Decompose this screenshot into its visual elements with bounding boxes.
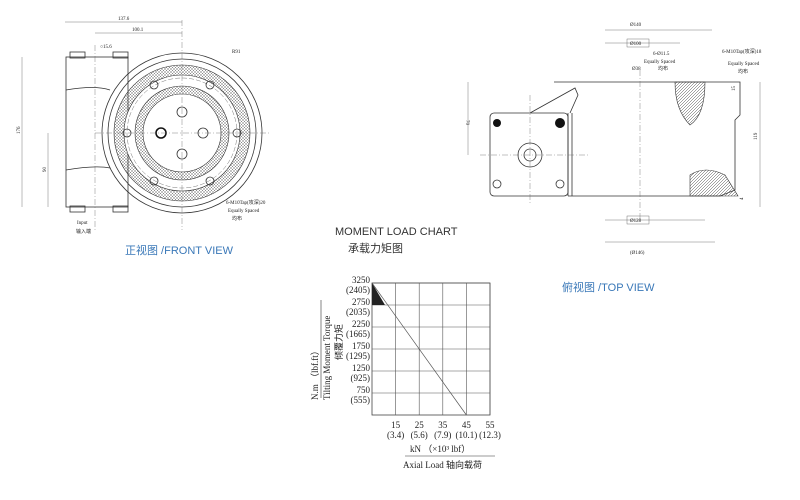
y-tick-sublabel: (1295) [346,351,370,361]
dim-h15: 15 [732,86,737,92]
x-tick-sublabel: (10.1) [456,430,478,440]
note-tap-top: 6-M10Tap(攻深)18 [722,48,762,55]
note-input-cn: 输入端 [76,228,91,235]
dim-width-inner: 100.1 [132,28,144,33]
y-tick-label: 750 [357,385,371,395]
y-tick-label: 2250 [352,319,371,329]
y-tick-label: 2750 [352,297,371,307]
note-spaced-top: Equally Spaced [644,60,676,65]
x-tick-label: 15 [391,420,401,430]
x-tick-label: 45 [462,420,472,430]
dim-d38: Ø38 [632,67,641,72]
y-tick-sublabel: (1665) [346,329,370,339]
dim-h119: 119 [754,132,759,140]
chart-title: MOMENT LOAD CHART [335,226,458,238]
y-axis-label: Tilting Moment Torque [322,316,332,400]
dim-d146: (Ø146) [630,251,645,256]
y-tick-sublabel: (555) [351,395,371,405]
y-axis-label: 倾覆力矩 [333,324,344,360]
note-input: Input [77,221,88,226]
dim-h4: 4 [740,197,745,200]
note-tap: 6-M10Tap(攻深)20 [226,199,266,206]
x-tick-sublabel: (5.6) [411,430,428,440]
top-view-caption: 俯视图 /TOP VIEW [562,280,655,294]
dim-holes: 6-Ø11.5 [653,52,670,57]
series-line [371,282,467,416]
note-spaced: Equally Spaced [228,209,260,214]
x-tick-label: 55 [486,420,496,430]
x-axis-label: Axial Load 轴向载荷 [403,459,482,470]
x-tick-label: 25 [415,420,425,430]
chart-subtitle: 承载力矩图 [348,242,403,255]
note-spaced-cn: 均布 [232,215,242,222]
front-view-caption: 正视图 /FRONT VIEW [125,243,234,257]
dim-radius: R91 [232,50,241,55]
note-spaced-top-cn: 均布 [658,65,668,72]
y-tick-sublabel: (2035) [346,307,370,317]
dim-height: 176 [17,126,22,134]
note-spaced2-cn: 均布 [738,68,748,75]
dim-shaft: ○15.6 [100,45,112,50]
y-tick-sublabel: (925) [351,373,371,383]
shaded-region [372,283,385,305]
y-tick-label: 1250 [352,363,371,373]
y-tick-label: 3250 [352,275,371,285]
x-axis-unit: kN （×10³ lbf） [410,444,470,454]
dim-width-total: 137.6 [118,17,130,22]
top-view: Ø140 Ø100 6-Ø11.5 Equally Spaced 均布 Ø38 … [464,23,762,294]
dim-offset: 90 [43,167,48,173]
front-view: 137.6 100.1 ○15.6 R91 176 90 6-M10Tap(攻深… [17,17,270,257]
x-tick-sublabel: (3.4) [387,430,404,440]
x-tick-label: 35 [438,420,448,430]
dim-d100: Ø100 [630,42,642,47]
dim-d140: Ø140 [630,23,642,28]
dim-h70: 70 [464,120,469,126]
y-tick-sublabel: (2405) [346,285,370,295]
y-tick-label: 1750 [352,341,371,351]
x-tick-sublabel: (12.3) [479,430,501,440]
y-axis-label: N.m （lbf.ft） [310,346,320,400]
x-tick-sublabel: (7.9) [434,430,451,440]
note-spaced2: Equally Spaced [728,62,760,67]
moment-load-chart: 15(3.4) 25(5.6) 35(7.9) 45(10.1) 55(12.3) 325… [310,275,501,470]
dim-d128: Ø128 [630,219,642,224]
